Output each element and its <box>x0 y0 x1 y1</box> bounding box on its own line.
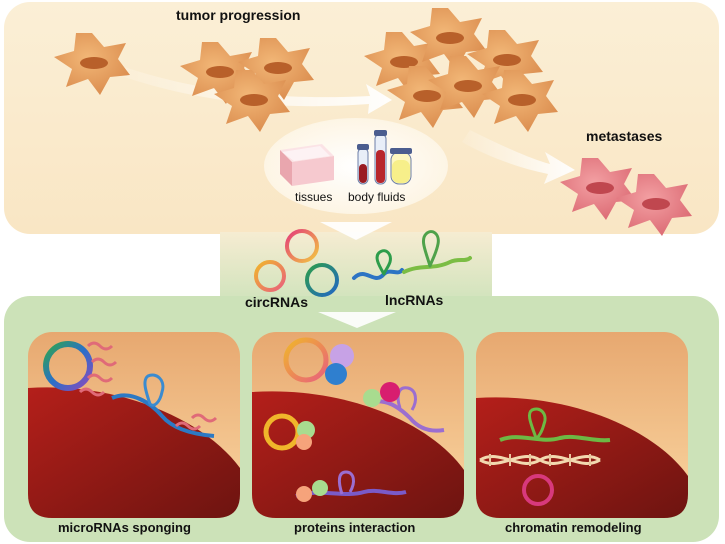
samples-ellipse <box>264 118 448 214</box>
metastasis-arrow <box>462 130 575 184</box>
panel-caption-chromatin-remodeling: chromatin remodeling <box>505 520 642 535</box>
tissue-box-icon <box>280 144 334 186</box>
down-arrow-2 <box>318 312 396 328</box>
tissues-label: tissues <box>295 190 333 204</box>
circrna-rings-icon <box>254 229 339 297</box>
rna-funnel-band <box>220 232 492 304</box>
lncrna-strands-icon <box>352 230 472 280</box>
circrnas-label: circRNAs <box>245 294 309 310</box>
lncrnas-label: lncRNAs <box>385 292 444 308</box>
panel-caption-proteins-interaction: proteins interaction <box>294 520 416 535</box>
progression-arrow <box>110 62 392 114</box>
metastasis-cells <box>560 158 692 236</box>
tumor-cells <box>54 8 558 132</box>
body-fluid-tubes-icon <box>357 130 412 185</box>
metastases-label: metastases <box>586 128 663 144</box>
panel-microrna-sponging <box>28 332 240 518</box>
tumor-progression-label: tumor progression <box>176 7 301 23</box>
panel-caption-microrna-sponging: microRNAs sponging <box>58 520 191 535</box>
panel-proteins-interaction <box>252 332 464 518</box>
tumor-progression-band <box>4 2 719 234</box>
body-fluids-label: body fluids <box>348 190 406 204</box>
panel-chromatin-remodeling <box>476 332 688 518</box>
down-arrow-1 <box>320 222 392 240</box>
